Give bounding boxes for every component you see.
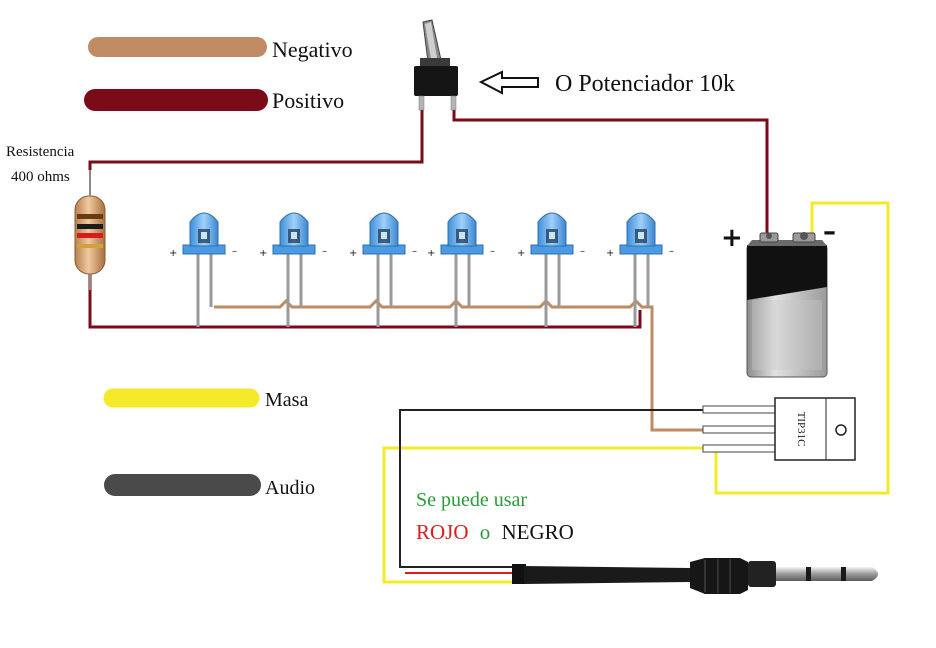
led-minus-label: – xyxy=(669,246,674,257)
led-minus-label: – xyxy=(412,246,417,257)
note-rojo: ROJO xyxy=(416,520,469,544)
led-plus-label: + xyxy=(259,248,267,259)
led: +– xyxy=(259,212,327,327)
resistor-label-line1: Resistencia xyxy=(6,144,75,160)
battery-minus-label: – xyxy=(823,217,836,247)
note-negro: NEGRO xyxy=(502,520,574,544)
battery-plus-label: + xyxy=(721,223,743,253)
switch-note: O Potenciador 10k xyxy=(555,71,735,97)
toggle-switch xyxy=(414,19,458,111)
arrow-left-icon xyxy=(478,70,539,95)
battery xyxy=(746,232,828,378)
led: +– xyxy=(606,212,674,327)
led: +– xyxy=(169,212,237,327)
led-minus-label: – xyxy=(232,246,237,257)
legend-label-negativo: Negativo xyxy=(272,37,353,62)
legend-label-masa: Masa xyxy=(265,389,308,411)
resistor-label-line2: 400 ohms xyxy=(11,169,70,185)
note-line1: Se puede usar xyxy=(416,489,527,511)
led-array: +–+–+–+–+–+– xyxy=(169,212,674,327)
led-minus-label: – xyxy=(322,246,327,257)
led-plus-label: + xyxy=(169,248,177,259)
wires-negative xyxy=(214,298,705,432)
transistor xyxy=(702,397,856,461)
led: +– xyxy=(349,212,417,327)
led-minus-label: – xyxy=(580,246,585,257)
led: +– xyxy=(427,212,495,327)
audio-jack-plug xyxy=(512,558,878,594)
legend-label-audio: Audio xyxy=(265,477,315,499)
led-plus-label: + xyxy=(606,248,614,259)
wires-audio xyxy=(399,409,705,568)
led: +– xyxy=(517,212,585,327)
led-plus-label: + xyxy=(349,248,357,259)
wires-positive xyxy=(88,110,769,329)
led-plus-label: + xyxy=(517,248,525,259)
resistor xyxy=(74,170,106,290)
note-line2: ROJO o NEGRO xyxy=(416,520,574,544)
transistor-label: TIP31C xyxy=(795,412,807,447)
legend-label-positivo: Positivo xyxy=(272,88,344,113)
wires-ground xyxy=(382,201,890,584)
led-minus-label: – xyxy=(490,246,495,257)
legend: Negativo Positivo Masa Audio xyxy=(84,37,353,499)
led-plus-label: + xyxy=(427,248,435,259)
note-o: o xyxy=(480,520,491,544)
